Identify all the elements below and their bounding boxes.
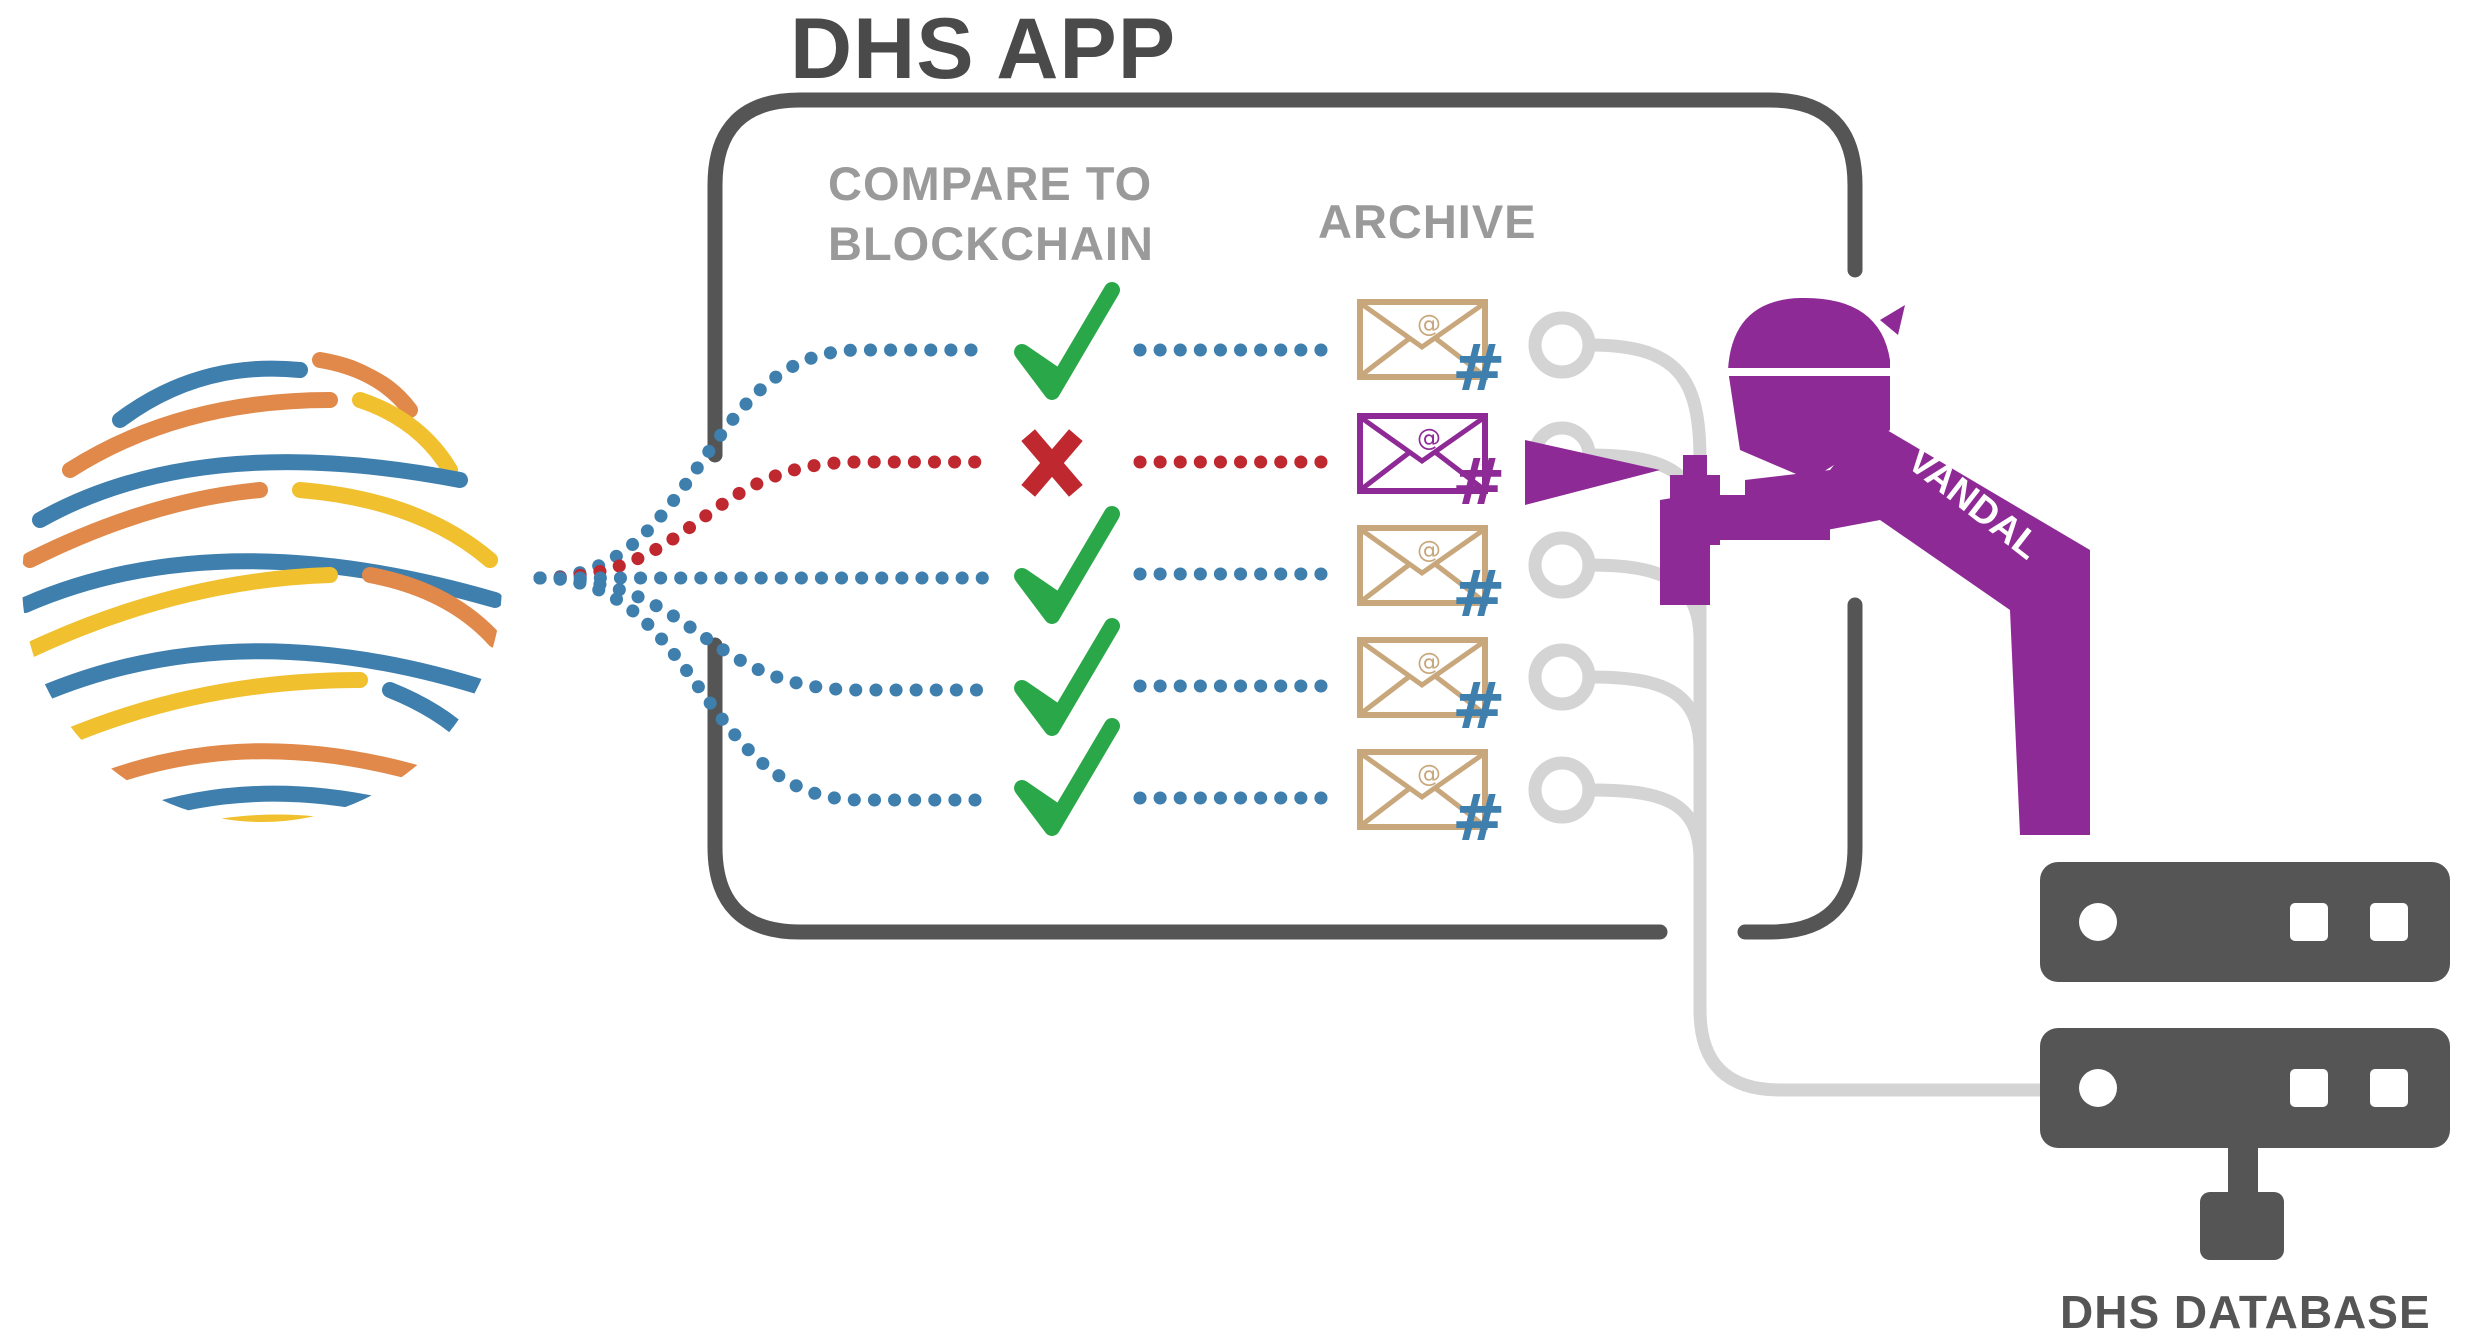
envelope-hash-icon: @ #: [1357, 749, 1506, 856]
globe-icon: [22, 352, 502, 822]
server-icon: [2040, 862, 2450, 1260]
svg-text:@: @: [1417, 648, 1441, 676]
compare-column-label: COMPARE TO BLOCKCHAIN: [828, 154, 1154, 274]
svg-text:#: #: [1452, 558, 1506, 632]
server-stem: [2228, 1148, 2258, 1198]
vandal-head: [1728, 297, 1890, 480]
server-base: [2200, 1192, 2284, 1260]
vandal-body: [1745, 420, 2090, 835]
archive-column-label: ARCHIVE: [1318, 195, 1537, 248]
svg-text:@: @: [1417, 760, 1441, 788]
envelope-hash-icon: @ #: [1357, 299, 1506, 406]
vandal-icon: [1525, 297, 2090, 835]
server-unit-top: [2040, 862, 2450, 982]
envelope-hash-icon-tampered: @ #: [1357, 413, 1506, 520]
archive-node: [1528, 311, 1596, 379]
svg-text:@: @: [1417, 424, 1441, 452]
checkmark-icon: [1014, 618, 1120, 736]
vandal-mask: [1728, 368, 1893, 376]
svg-text:#: #: [1452, 446, 1506, 520]
fan-path-1: [533, 343, 997, 585]
svg-text:#: #: [1452, 332, 1506, 406]
app-title: DHS APP: [790, 1, 1177, 97]
svg-text:#: #: [1452, 670, 1506, 744]
svg-text:#: #: [1452, 782, 1506, 856]
envelope-hash-icon: @ #: [1357, 525, 1506, 632]
app-frame-right: [1737, 597, 1863, 940]
archive-node: [1528, 531, 1596, 599]
archive-paths: [1133, 343, 1332, 805]
fan-path-5: [533, 571, 997, 807]
archive-node: [1528, 643, 1596, 711]
spray-cone: [1525, 440, 1660, 505]
spray-can-nozzle: [1683, 455, 1707, 477]
compare-label-line1: COMPARE TO: [828, 157, 1153, 210]
verification-marks: [1014, 282, 1120, 836]
fan-path-2: [533, 455, 997, 585]
archive-nodes: [1528, 311, 1596, 824]
archive-node: [1528, 756, 1596, 824]
server-unit-bottom: [2040, 1028, 2450, 1148]
vandal-bandana-knot: [1880, 305, 1905, 335]
cross-icon: [1021, 429, 1083, 497]
checkmark-icon: [1014, 718, 1120, 836]
archive-envelopes: @ # @ # @ # @ # @ #: [1357, 299, 1506, 856]
checkmark-icon: [1014, 282, 1120, 400]
checkmark-icon: [1014, 506, 1120, 624]
svg-text:@: @: [1417, 536, 1441, 564]
svg-text:@: @: [1417, 310, 1441, 338]
spray-can: [1670, 475, 1720, 545]
app-frame: [707, 92, 1863, 940]
fan-paths: [533, 343, 997, 807]
fan-path-4: [533, 571, 997, 697]
compare-label-line2: BLOCKCHAIN: [828, 217, 1154, 270]
envelope-hash-icon: @ #: [1357, 637, 1506, 744]
database-label: DHS DATABASE: [2060, 1286, 2431, 1338]
